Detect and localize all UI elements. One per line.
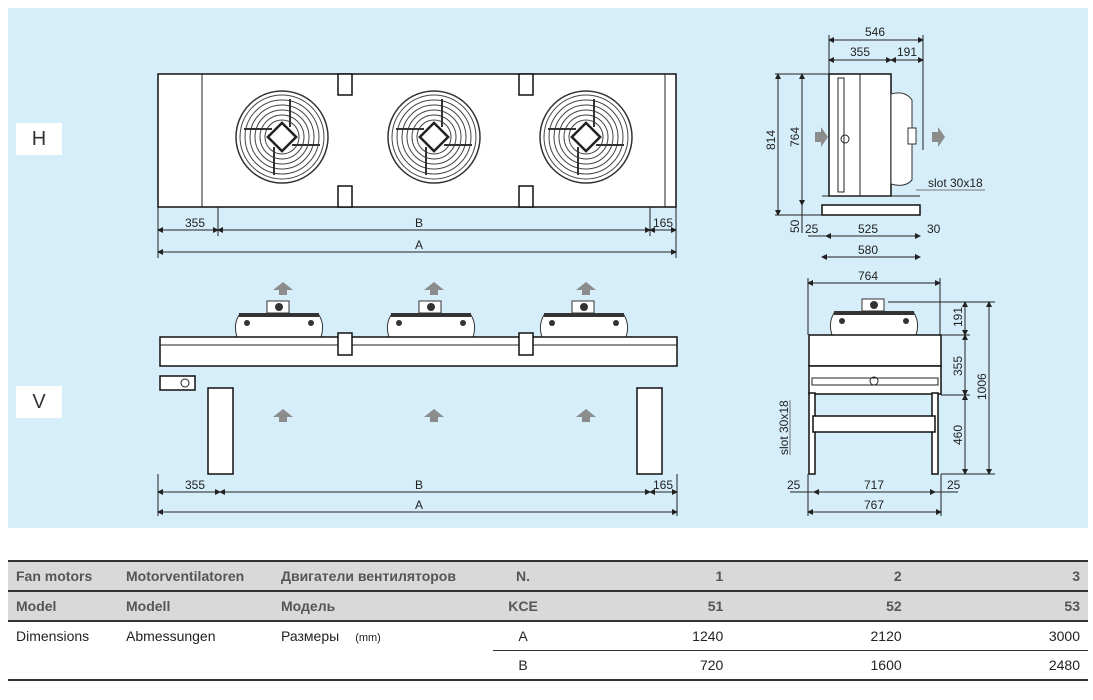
dim-v-right: 165 <box>653 478 673 492</box>
cell-value: 2120 <box>731 620 910 651</box>
cell-en: Dimensions <box>8 620 118 651</box>
dim-front-191: 191 <box>951 307 965 327</box>
dim-front-355: 355 <box>951 356 965 376</box>
dim-v-left: 355 <box>185 478 205 492</box>
cell-ru: Размеры (mm) <box>273 620 493 651</box>
cell-key: B <box>493 650 553 681</box>
dim-h-right: 165 <box>653 216 673 230</box>
cell-value: 1 <box>553 560 732 591</box>
view-label-v: V <box>16 386 62 418</box>
cell-value: 1240 <box>553 620 732 651</box>
table-row-fan-motors: Fan motors Motorventilatoren Двигатели в… <box>8 560 1088 591</box>
dim-side-580: 580 <box>858 243 878 257</box>
table-row-dimensions-a: Dimensions Abmessungen Размеры (mm) A 124… <box>8 620 1088 651</box>
fan-icon <box>234 89 330 185</box>
unit-label: (mm) <box>355 632 381 645</box>
dim-front-764: 764 <box>858 269 878 283</box>
cell-value: 2 <box>731 560 910 591</box>
cell-key: A <box>493 620 553 651</box>
dim-side-764: 764 <box>788 127 802 147</box>
dim-side-25: 25 <box>805 222 819 236</box>
slot-label-front: slot 30x18 <box>777 400 791 455</box>
dim-h-left: 355 <box>185 216 205 230</box>
drawing-svg: 355 B 165 A <box>157 25 995 516</box>
cell-value: 2480 <box>909 650 1088 681</box>
dim-front-717: 717 <box>864 478 884 492</box>
technical-drawing: H V <box>8 8 1088 528</box>
dim-v-b: B <box>415 478 423 492</box>
dim-side-525: 525 <box>858 222 878 236</box>
fan-icon <box>386 89 482 185</box>
dim-front-25-left: 25 <box>787 478 801 492</box>
fan-icon <box>538 89 634 185</box>
cell-value: 52 <box>731 590 910 621</box>
table-row-dimensions-b: B 720 1600 2480 <box>8 650 1088 681</box>
dim-h-a: A <box>415 238 423 252</box>
cell-value: 1600 <box>731 650 910 681</box>
dim-side-355: 355 <box>850 45 870 59</box>
dim-side-814: 814 <box>764 130 778 150</box>
dim-side-546: 546 <box>865 25 885 39</box>
cell-value: 53 <box>909 590 1088 621</box>
top-view-h: 355 B 165 A <box>157 73 677 258</box>
dim-side-191: 191 <box>897 45 917 59</box>
cell-en: Fan motors <box>8 560 118 591</box>
dim-v-a: A <box>415 498 423 512</box>
dim-front-1006: 1006 <box>975 373 989 400</box>
cell-de: Motorventilatoren <box>118 560 273 591</box>
cell-value: 720 <box>553 650 732 681</box>
cell-value: 3 <box>909 560 1088 591</box>
cell-key: N. <box>493 560 553 591</box>
cell-value: 51 <box>553 590 732 621</box>
dim-h-b: B <box>415 216 423 230</box>
front-view-v: 355 B 165 A <box>157 282 678 516</box>
cell-value: 3000 <box>909 620 1088 651</box>
cell-key: KCE <box>493 590 553 621</box>
side-view: 546 355 191 814 764 50 25 525 30 580 slo… <box>764 25 985 260</box>
slot-label-side: slot 30x18 <box>928 176 983 190</box>
cell-en: Model <box>8 590 118 621</box>
dim-side-50: 50 <box>788 219 802 233</box>
dimensions-table: Fan motors Motorventilatoren Двигатели в… <box>8 560 1088 681</box>
cell-ru: Двигатели вентиляторов <box>273 560 493 591</box>
cell-de: Abmessungen <box>118 620 273 651</box>
cell-ru-text: Размеры <box>281 628 340 645</box>
table-row-model: Model Modell Модель KCE 51 52 53 <box>8 590 1088 621</box>
dim-front-767: 767 <box>864 498 884 512</box>
dim-front-460: 460 <box>951 425 965 445</box>
cell-de: Modell <box>118 590 273 621</box>
end-view: 764 191 355 1006 460 25 717 25 767 slot … <box>777 269 995 516</box>
cell-ru: Модель <box>273 590 493 621</box>
view-label-h: H <box>16 123 62 155</box>
dim-side-30: 30 <box>927 222 941 236</box>
dim-front-25-right: 25 <box>947 478 961 492</box>
